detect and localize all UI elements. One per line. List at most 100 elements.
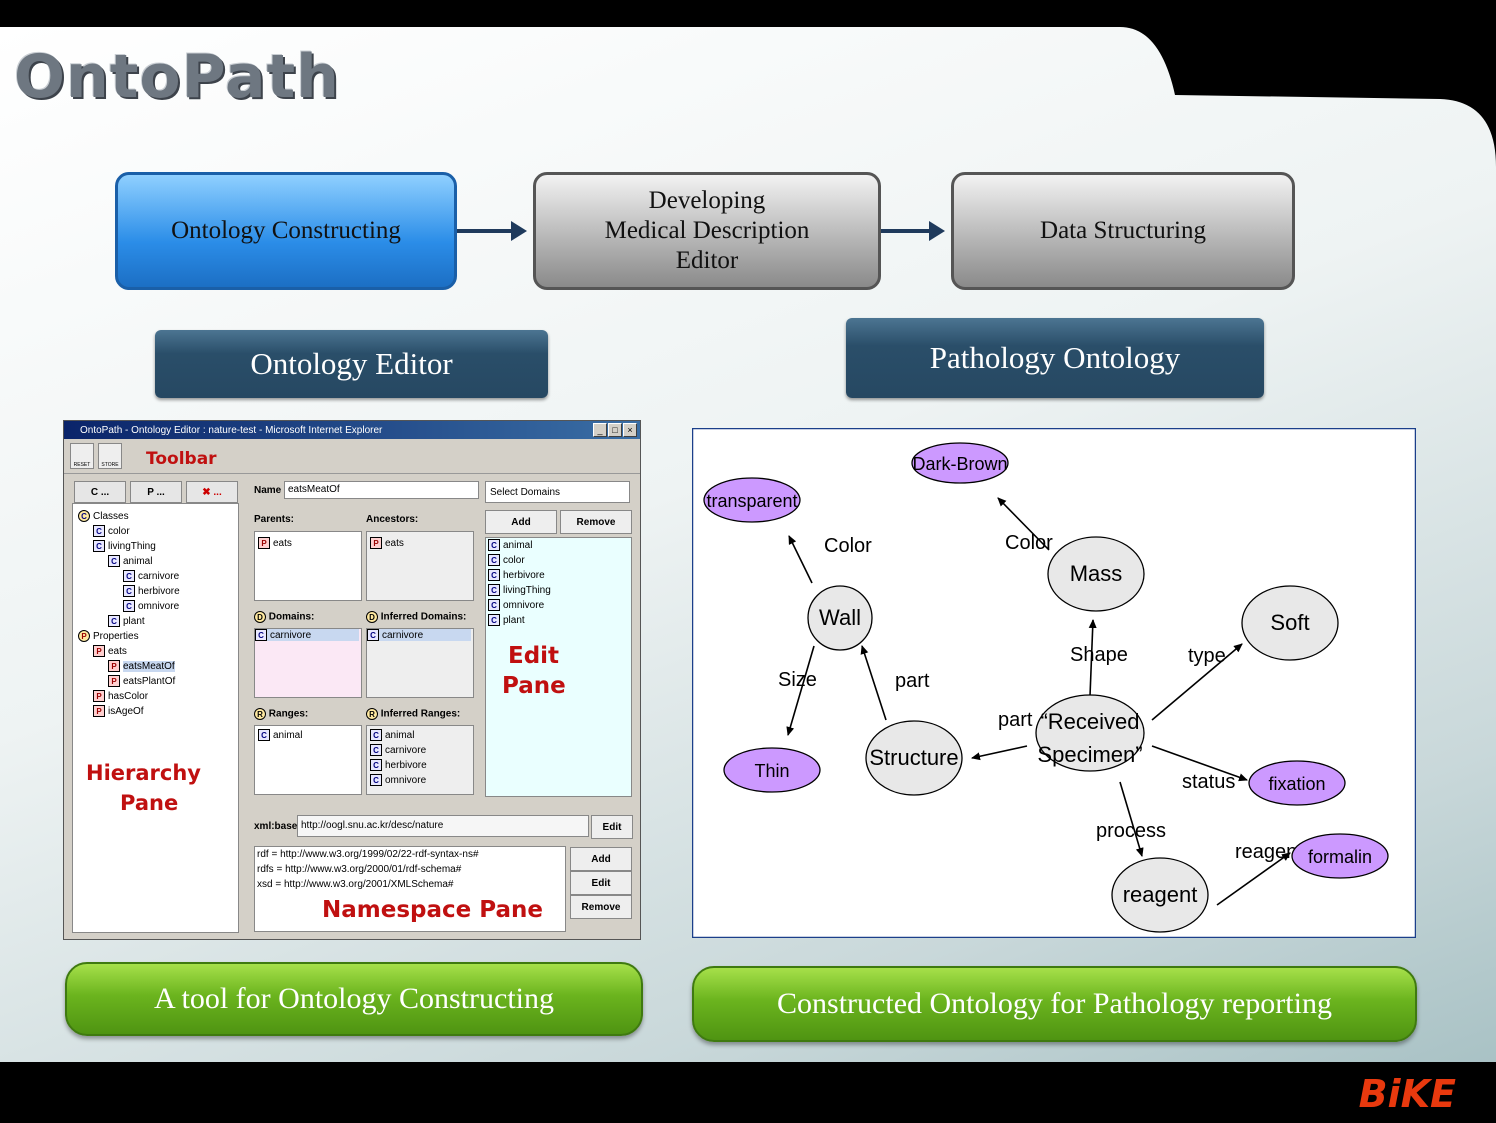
store-button[interactable]: STORE [98,443,122,469]
name-field[interactable]: eatsMeatOf [284,481,479,499]
domain-choices-list[interactable] [485,537,632,797]
remove-domain-button[interactable]: Remove [560,510,632,534]
parents-list[interactable] [254,531,362,601]
tree-node-text: hasColor [108,690,149,702]
add-class-button[interactable]: C ... [74,481,126,503]
node-structure [865,720,963,796]
domain-choice-item-text: animal [503,539,533,551]
property-icon: P [93,690,105,702]
class-icon: C [108,555,120,567]
node-mass [1047,536,1145,612]
class-icon: C [123,570,135,582]
domain-icon: D [254,611,266,623]
node-label-mass: Mass [1070,561,1123,586]
reset-label: RESET [73,462,91,468]
node-label-transparent: transparent [706,491,797,511]
edge-received-specimen-structure [971,745,1028,761]
add-property-button[interactable]: P ... [130,481,182,503]
tree-node-text: omnivore [138,600,180,612]
edge-label: Size [778,669,817,691]
domain-choice-item-text: omnivore [503,599,545,611]
property-icon: P [108,675,120,687]
right-caption: Constructed Ontology for Pathology repor… [692,966,1417,1042]
class-icon: C [488,539,500,551]
ranges-list[interactable] [254,725,362,795]
xmlbase-label: xml:base [254,821,298,832]
property-icon: P [78,630,90,642]
inferred-range-item-text: animal [385,729,415,741]
parents-label: Parents: [254,514,295,525]
slide-title: OntoPath [14,42,340,112]
add-domain-button[interactable]: Add [485,510,557,534]
edge-label: Color [824,535,872,557]
node-formalin [1291,833,1389,879]
select-domains-dropdown[interactable]: Select Domains [485,481,630,503]
bike-logo: BiKE [1358,1072,1456,1116]
edit-namespace-button[interactable]: Edit [570,871,632,895]
domains-label-text: Domains: [268,611,315,623]
minimize-icon[interactable]: _ [593,423,607,437]
domain-choice-item-text: herbivore [503,569,545,581]
tree-node-text: color [108,525,130,537]
namespace-list[interactable] [254,846,566,932]
ranges-label-text: Ranges: [268,708,309,720]
class-icon: C [488,569,500,581]
node-reagent [1111,857,1209,933]
pathology-ontology-label: Pathology Ontology [846,318,1264,398]
namespace-line[interactable]: rdfs = http://www.w3.org/2000/01/rdf-sch… [257,864,462,875]
class-icon: C [370,774,382,786]
parent-item-text: eats [273,537,292,549]
edge-mass-dark-brown [997,497,1050,551]
reset-button[interactable]: RESET [70,443,94,469]
class-icon: C [370,729,382,741]
inferred-range-item-text: omnivore [385,774,427,786]
delete-button[interactable]: ✖ ... [186,481,238,503]
edit-xmlbase-button[interactable]: Edit [591,815,633,839]
flow-arrow-1 [457,221,527,241]
property-icon: P [93,645,105,657]
add-namespace-button[interactable]: Add [570,847,632,871]
edge-received-specimen-mass [1088,619,1097,697]
tree-node-text: eatsPlantOf [123,675,176,687]
namespace-line[interactable]: xsd = http://www.w3.org/2001/XMLSchema# [257,879,454,890]
xmlbase-field[interactable]: http://oogl.snu.ac.kr/desc/nature [297,815,589,837]
domain-choice-item-text: livingThing [503,584,551,596]
close-icon[interactable]: × [623,423,637,437]
maximize-icon[interactable]: □ [608,423,622,437]
ranges-label: R Ranges: [254,708,308,720]
edge-label: Shape [1070,644,1128,666]
ontology-editor-label: Ontology Editor [155,330,548,398]
edge-structure-wall [860,645,887,721]
remove-namespace-button[interactable]: Remove [570,895,632,919]
edge-label: status [1182,771,1235,793]
class-icon: C [93,540,105,552]
namespace-line[interactable]: rdf = http://www.w3.org/1999/02/22-rdf-s… [257,849,479,860]
range-item-text: animal [273,729,303,741]
